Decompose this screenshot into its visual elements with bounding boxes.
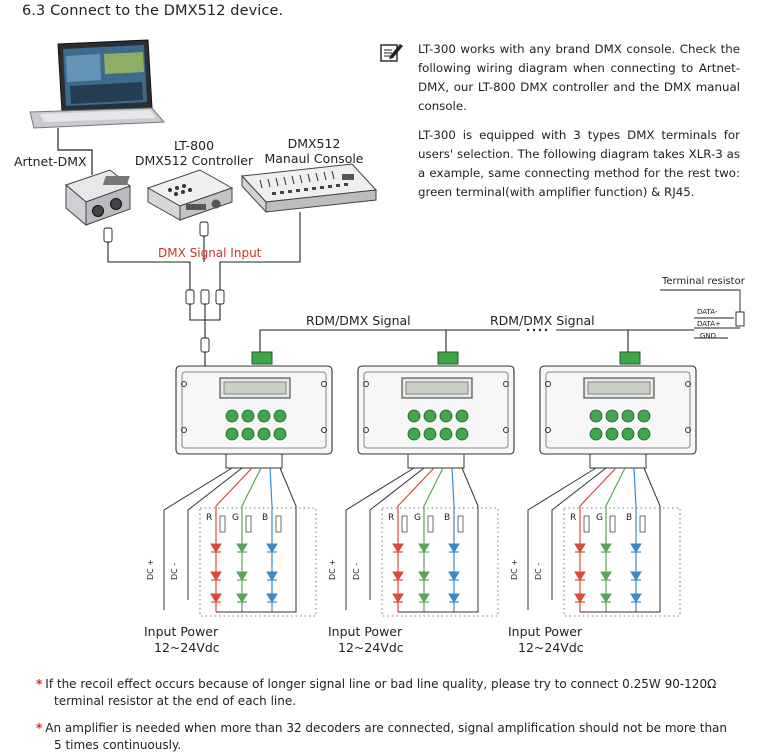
lane-b-label: B xyxy=(444,513,451,523)
dc-plus-label: DC + xyxy=(146,559,155,580)
artnet-dmx-label: Artnet-DMX xyxy=(14,154,87,169)
data-minus-label: DATA- xyxy=(697,308,718,316)
intro-paragraph: LT-300 works with any brand DMX console.… xyxy=(418,42,740,113)
manual-console-device xyxy=(240,163,378,214)
laptop-icon xyxy=(29,39,166,129)
lane-r-label: R xyxy=(206,513,213,523)
note-amplifier: *An amplifier is needed when more than 3… xyxy=(36,721,728,752)
xlr-plug-icons xyxy=(103,221,225,353)
lane-r-label: R xyxy=(388,513,395,523)
dc-minus-label: DC - xyxy=(352,562,361,580)
terminal-paragraph: LT-300 is equipped with 3 types DMX term… xyxy=(418,128,740,199)
dmx-signal-input-label: DMX Signal Input xyxy=(158,246,262,260)
dc-minus-label: DC - xyxy=(534,562,543,580)
manual-console-label: DMX512 Manaul Console xyxy=(264,136,364,166)
decoder-unit xyxy=(345,351,515,617)
gnd-label: GND xyxy=(700,332,717,340)
dc-plus-label: DC + xyxy=(510,559,519,580)
dc-plus-label: DC + xyxy=(328,559,337,580)
asterisk-icon: * xyxy=(36,677,43,691)
lane-b-label: B xyxy=(626,513,633,523)
lane-r-label: R xyxy=(570,513,577,523)
lane-b-label: B xyxy=(262,513,269,523)
note-terminal-resistor: *If the recoil effect occurs because of … xyxy=(36,677,717,708)
note-pencil-icon xyxy=(380,42,404,68)
lt800-label: LT-800 DMX512 Controller xyxy=(134,138,254,168)
decoder-unit xyxy=(527,351,697,617)
section-heading: 6.3 Connect to the DMX512 device. xyxy=(22,3,284,19)
lane-g-label: G xyxy=(414,513,421,523)
artnet-dmx-device xyxy=(65,169,132,227)
dc-minus-label: DC - xyxy=(170,562,179,580)
lane-g-label: G xyxy=(596,513,603,523)
terminal-resistor-label: Terminal resistor xyxy=(662,276,745,287)
asterisk-icon: * xyxy=(36,721,43,735)
lane-g-label: G xyxy=(232,513,239,523)
lt800-controller-device xyxy=(102,169,234,221)
rdm-signal-label-1: RDM/DMX Signal xyxy=(306,313,411,328)
decoder-units xyxy=(163,351,697,617)
rdm-signal-label-2: RDM/DMX Signal xyxy=(490,313,595,328)
decoder-unit xyxy=(163,351,333,617)
data-plus-label: DATA+ xyxy=(697,320,721,328)
